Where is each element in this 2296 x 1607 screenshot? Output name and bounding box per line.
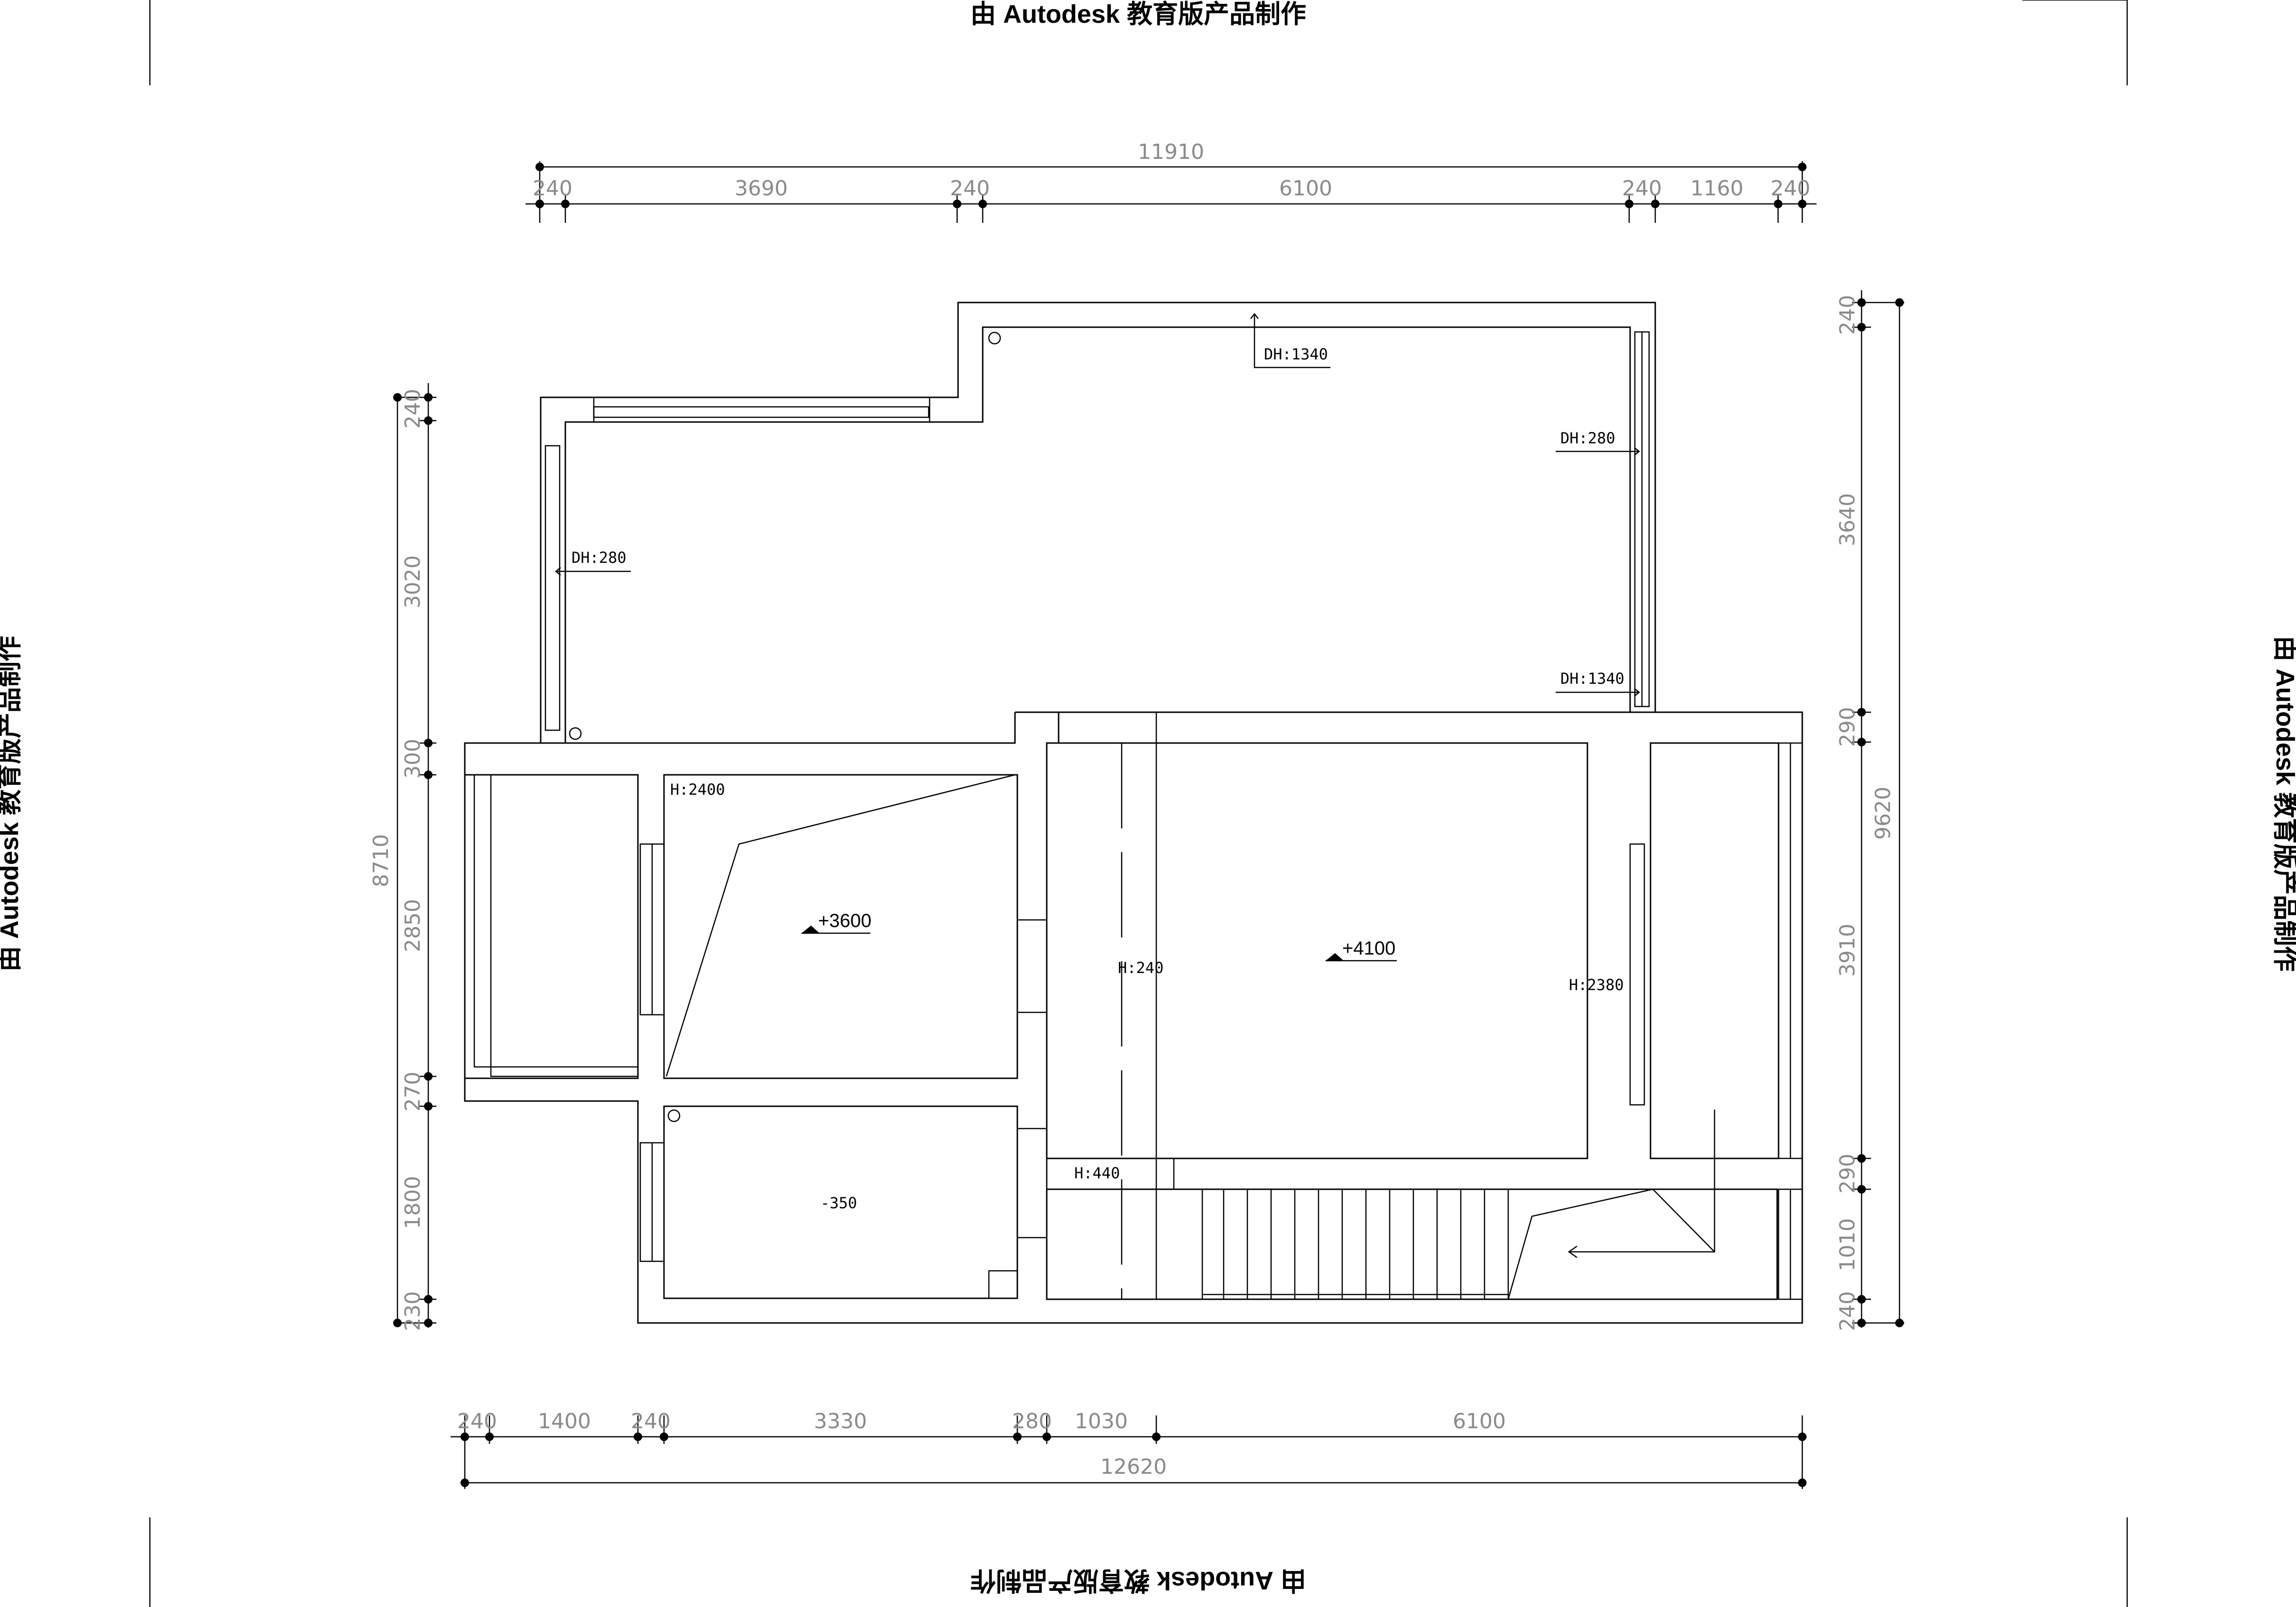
dh-label-left: DH:280	[572, 549, 627, 567]
dimension-right: 240 3640 290 3910 290 1010 240 9620	[1835, 290, 1904, 1331]
watermark-top: 由 Autodesk 教育版产品制作	[970, 0, 1306, 28]
dim-top-seg-3: 240	[950, 176, 990, 201]
dim-right-seg-5: 290	[1835, 1154, 1860, 1194]
stair-area	[1046, 1188, 1778, 1300]
dim-bottom-seg-2: 1400	[538, 1409, 591, 1433]
dim-bottom-seg-3: 240	[631, 1409, 671, 1433]
room-4100	[1046, 742, 1588, 1159]
dimension-top: 11910 240 3690 240 6100 240 1160 240	[526, 140, 1817, 223]
dim-right-seg-2: 3640	[1835, 493, 1860, 546]
upper-wing-outer-wall	[540, 302, 1656, 743]
dim-left-seg-3: 300	[401, 739, 425, 779]
dh-label-right-upper: DH:280	[1560, 429, 1615, 447]
dim-top-seg-5: 240	[1622, 176, 1662, 201]
floor-plan	[464, 302, 1803, 1324]
upper-wing-inner-wall	[564, 326, 1631, 743]
dim-top-seg-2: 3690	[735, 176, 788, 201]
dim-bottom-seg-4: 3330	[814, 1409, 867, 1433]
dim-top-seg-7: 240	[1770, 176, 1810, 201]
corner-marks	[149, 0, 2128, 1607]
main-outer-wall	[464, 711, 1803, 1324]
window-room-4100	[1629, 843, 1645, 1106]
room-left	[464, 774, 639, 1079]
window-left-upper	[544, 445, 561, 731]
elevation-label-3600: +3600	[818, 910, 871, 931]
dim-bottom-total: 12620	[1100, 1455, 1167, 1479]
dim-bottom-seg-6: 1030	[1075, 1409, 1128, 1433]
column-marker	[667, 1109, 681, 1122]
dimension-bottom: 240 1400 240 3330 280 1030 6100 12620	[451, 1409, 1807, 1489]
elevation-label-4100: +4100	[1342, 938, 1395, 959]
dh-label-right-lower: DH:1340	[1560, 670, 1624, 688]
elevation-mark-3600: +3600	[802, 910, 871, 934]
watermark-left: 由 Autodesk 教育版产品制作	[0, 636, 24, 972]
dim-left-seg-5: 270	[401, 1072, 425, 1111]
dim-left-seg-7: 230	[401, 1291, 425, 1331]
dim-left-seg-6: 1800	[401, 1176, 425, 1229]
dim-right-seg-6: 1010	[1835, 1218, 1860, 1271]
dim-left-total: 8710	[369, 834, 393, 887]
dim-right-seg-1: 240	[1835, 295, 1860, 335]
dim-right-seg-4: 3910	[1835, 924, 1860, 977]
height-label-right: H:2380	[1569, 976, 1624, 994]
dimension-left: 8710 240 3020 300 2850 270 1800 230	[369, 383, 436, 1331]
watermark-bottom: 由 Autodesk 教育版产品制作	[970, 1566, 1306, 1595]
elevation-mark-4100: +4100	[1326, 938, 1397, 962]
stair-treads	[1201, 1110, 1715, 1300]
dim-left-seg-4: 2850	[401, 899, 425, 952]
dim-left-seg-2: 3020	[401, 555, 425, 608]
dim-right-seg-3: 290	[1835, 707, 1860, 747]
dim-left-seg-1: 240	[401, 389, 425, 429]
dim-top-seg-4: 6100	[1279, 176, 1332, 201]
dim-bottom-seg-1: 240	[457, 1409, 497, 1433]
dim-top-total: 11910	[1138, 140, 1204, 164]
dim-right-total: 9620	[1871, 787, 1895, 840]
room-right	[1650, 742, 1780, 1159]
column-marker	[569, 727, 582, 740]
height-label-room1: H:2400	[670, 781, 725, 799]
dim-top-seg-1: 240	[533, 176, 572, 201]
window-top-left	[593, 406, 930, 418]
dim-bottom-seg-7: 6100	[1453, 1409, 1506, 1433]
height-label-stair: H:440	[1074, 1164, 1120, 1182]
elevation-label-minus-350: -350	[821, 1194, 857, 1212]
height-label-mid: H:240	[1118, 959, 1163, 977]
column-marker	[988, 331, 1001, 345]
dh-label-top: DH:1340	[1264, 345, 1328, 363]
dim-right-seg-7: 240	[1835, 1291, 1860, 1331]
dim-top-seg-6: 1160	[1690, 176, 1743, 201]
dim-bottom-seg-5: 280	[1012, 1409, 1052, 1433]
dh-markers	[554, 312, 1641, 697]
watermark-right: 由 Autodesk 教育版产品制作	[2271, 636, 2296, 972]
